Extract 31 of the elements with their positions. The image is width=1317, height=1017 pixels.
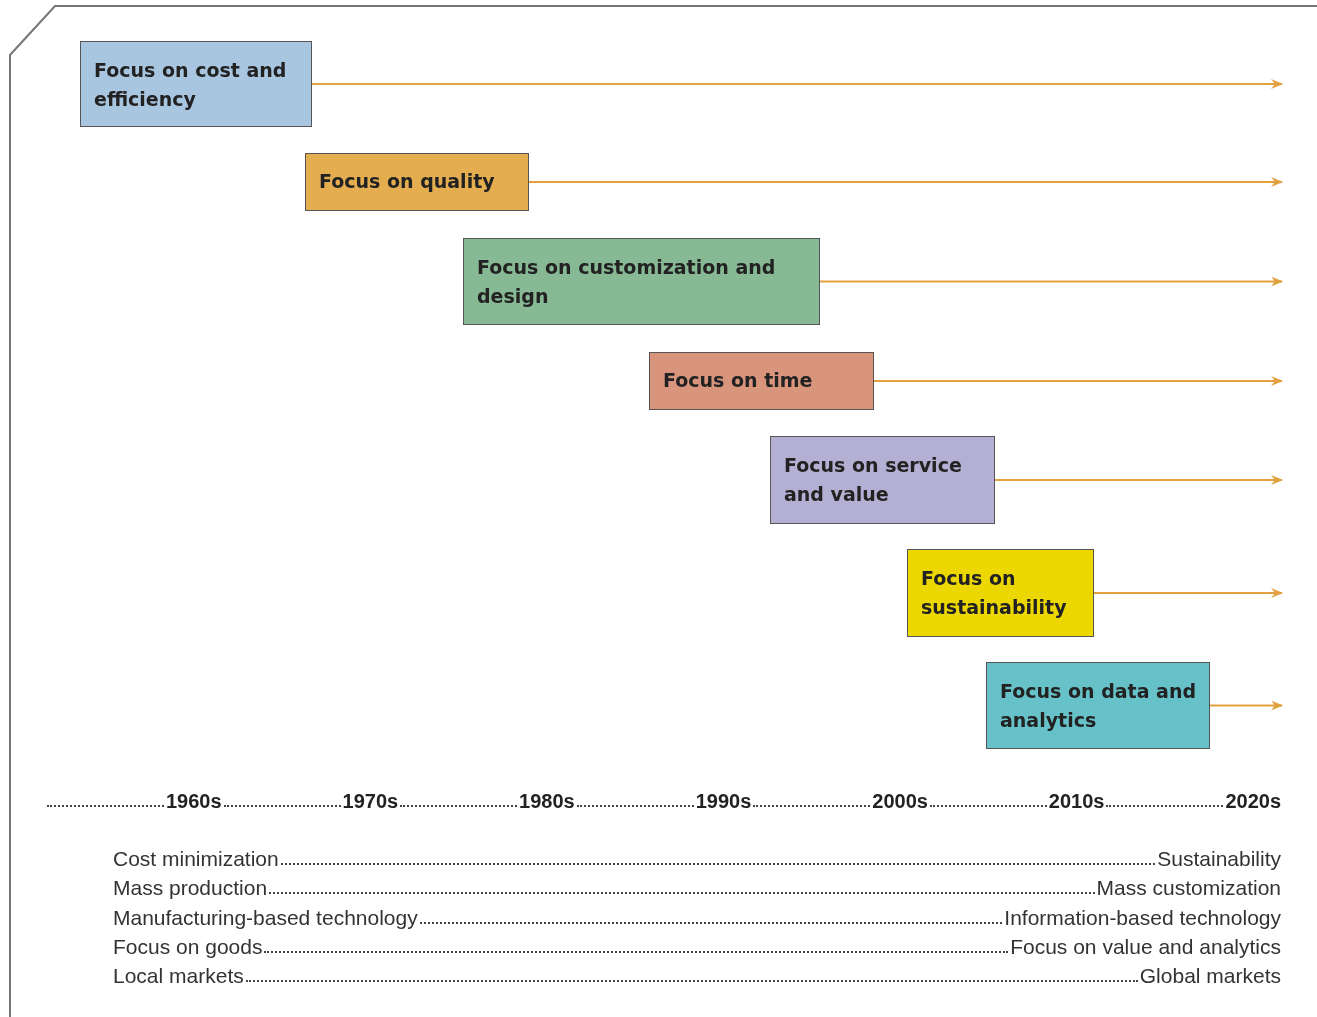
decade-label: 2020s	[1225, 790, 1282, 813]
stage-box: Focus on sustainability	[907, 549, 1094, 637]
stage-box: Focus on data and analytics	[986, 662, 1210, 749]
trend-label: Manufacturing-based technology	[113, 905, 418, 930]
decade-label: 1990s	[695, 790, 752, 813]
trend-label: Local markets	[113, 964, 244, 989]
arrow	[819, 276, 1283, 287]
arrow	[528, 177, 1283, 187]
decade-label: 1980s	[519, 790, 575, 813]
trend-label: Global markets	[1139, 964, 1281, 989]
trend-label: Mass customization	[1096, 876, 1281, 901]
trend-label: Information-based technology	[1004, 905, 1281, 930]
decade-label: 2010s	[1048, 790, 1105, 813]
arrow	[994, 475, 1283, 485]
trend-label: Mass production	[113, 876, 268, 901]
decade-label: 2000s	[872, 790, 928, 813]
arrow	[1209, 700, 1283, 711]
trend-label: Sustainability	[1157, 847, 1281, 871]
stage-box: Focus on service and value	[770, 436, 995, 524]
decade-label: 1960s	[165, 790, 222, 813]
stage-box: Focus on time	[649, 352, 874, 410]
trend-label: Focus on value and analytics	[1010, 934, 1281, 959]
arrow	[873, 376, 1283, 386]
arrow	[1093, 588, 1283, 598]
trend-label: Focus on goods	[113, 934, 263, 959]
stage-box: Focus on quality	[305, 153, 529, 211]
arrow	[311, 79, 1283, 89]
stage-box: Focus on customization and design	[463, 238, 820, 325]
stage-box: Focus on cost and efficiency	[80, 41, 312, 127]
trend-label: Cost minimization	[113, 847, 279, 871]
decade-label: 1970s	[342, 790, 399, 813]
